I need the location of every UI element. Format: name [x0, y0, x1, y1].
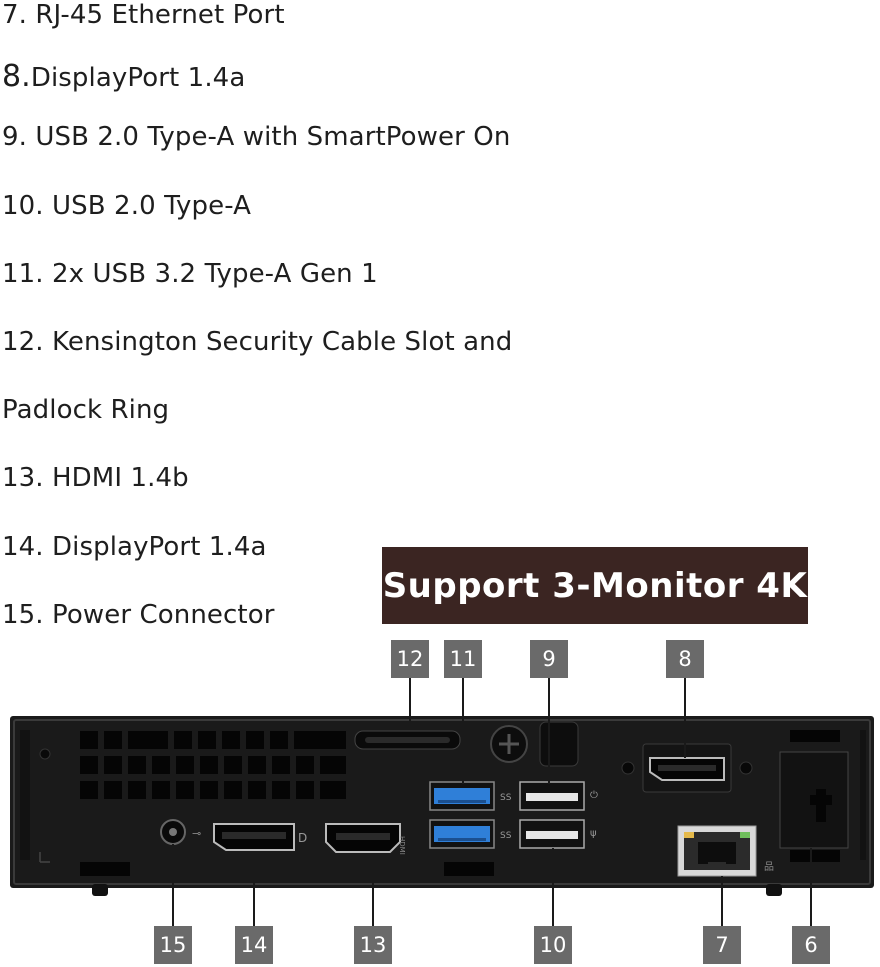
leader-13 [372, 866, 374, 926]
spec-text: Kensington Security Cable Slot and [43, 327, 513, 357]
callout-13: 13 [354, 926, 392, 964]
usb-ss-icon: SS [500, 831, 512, 841]
usb2-port-smartpower [519, 781, 585, 811]
spec-text: HDMI 1.4b [43, 463, 189, 493]
hdmi-label: HDMI [398, 836, 406, 855]
callout-6: 6 [792, 926, 830, 964]
spec-number: 15. [2, 600, 44, 630]
callout-10: 10 [534, 926, 572, 964]
foot-left [92, 884, 108, 896]
foot-right [766, 884, 782, 896]
leader-10 [552, 848, 554, 926]
support-monitors-banner: Support 3-Monitor 4K [382, 547, 808, 624]
dp-icon: D [298, 831, 307, 845]
callout-7: 7 [703, 926, 741, 964]
leader-14 [253, 866, 255, 926]
power-icon: ⊸ [192, 827, 201, 840]
screw-left-icon [39, 748, 51, 760]
usb3-port-lower [429, 819, 495, 849]
screw-icon [621, 761, 635, 775]
leader-7 [721, 876, 723, 926]
leader-12 [409, 678, 411, 726]
ethernet-port [677, 825, 757, 877]
spec-number: 13. [2, 463, 44, 493]
callout-14: 14 [235, 926, 273, 964]
spec-text: USB 2.0 Type-A with SmartPower On [27, 122, 511, 152]
leader-6 [810, 848, 812, 926]
spec-item-8: 8.DisplayPort 1.4a [2, 60, 245, 95]
spec-text: RJ-45 Ethernet Port [27, 0, 285, 30]
spec-text: Power Connector [43, 600, 275, 630]
spec-number: 9. [2, 122, 28, 152]
spec-number: 12. [2, 327, 44, 357]
spec-item-14: 14. DisplayPort 1.4a [2, 530, 267, 564]
spec-number: 8. [2, 59, 31, 94]
spec-number: 11. [2, 259, 44, 289]
usb-icon: ⏻ [590, 790, 598, 801]
usb-icon: ψ [590, 828, 597, 839]
spec-text: USB 2.0 Type-A [43, 191, 251, 221]
expansion-slot [779, 751, 849, 849]
spec-item-9: 9. USB 2.0 Type-A with SmartPower On [2, 120, 510, 154]
spec-text: 2x USB 3.2 Type-A Gen 1 [43, 259, 378, 289]
callout-9: 9 [530, 640, 568, 678]
plus-knockout-icon [810, 789, 832, 822]
vent-slot [80, 862, 130, 876]
vent-grille [80, 731, 346, 799]
spec-number: 7. [2, 0, 28, 30]
callout-15: 15 [154, 926, 192, 964]
spec-number: 14. [2, 532, 44, 562]
leader-11 [462, 678, 464, 784]
network-icon: 品 [764, 861, 774, 873]
callout-11: 11 [444, 640, 482, 678]
spec-text: DisplayPort 1.4a [30, 63, 246, 93]
spec-text: Padlock Ring [2, 395, 170, 425]
usb-ss-icon: SS [500, 793, 512, 803]
spec-item-12: 12. Kensington Security Cable Slot and [2, 325, 512, 359]
spec-text: DisplayPort 1.4a [43, 532, 267, 562]
usb2-port [519, 819, 585, 849]
vent-slot [444, 862, 494, 876]
spec-item-7: 7. RJ-45 Ethernet Port [2, 0, 285, 32]
spec-number: 10. [2, 191, 44, 221]
padlock-ring [539, 721, 579, 767]
screw-icon [739, 761, 753, 775]
leader-15 [172, 844, 174, 926]
leader-9 [548, 678, 550, 784]
usb3-port-upper [429, 781, 495, 811]
spec-item-10: 10. USB 2.0 Type-A [2, 189, 251, 223]
callout-12: 12 [391, 640, 429, 678]
spec-item-13: 13. HDMI 1.4b [2, 461, 189, 495]
spec-item-15: 15. Power Connector [2, 598, 275, 632]
callout-8: 8 [666, 640, 704, 678]
mini-pc-rear-panel: SS SS ⏻ ψ 品 ⊸ D HDMI [10, 716, 874, 896]
leader-8 [684, 678, 686, 758]
spec-item-12-continued: Padlock Ring [2, 393, 169, 427]
spec-item-11: 11. 2x USB 3.2 Type-A Gen 1 [2, 257, 378, 291]
